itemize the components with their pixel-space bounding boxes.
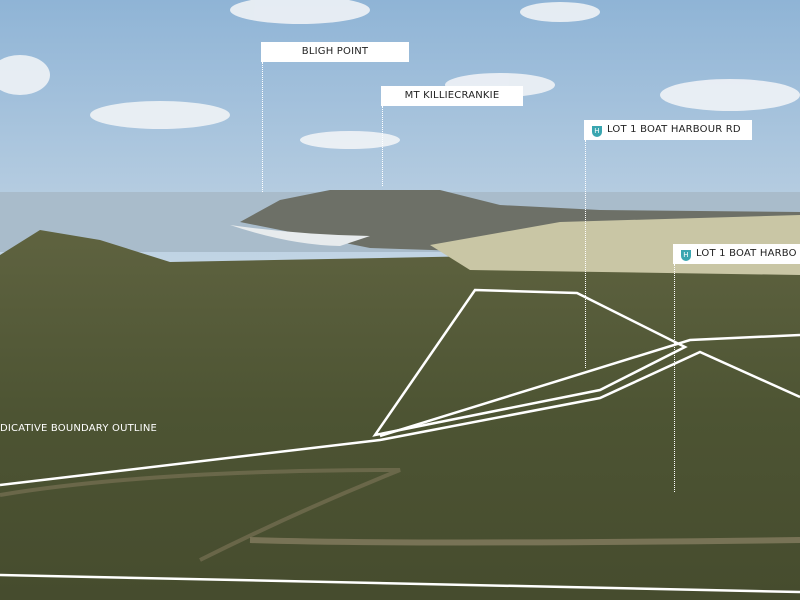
boundary-outline [0,288,800,594]
leader-line [262,62,263,192]
leader-line [585,140,586,368]
shield-h-icon: H [592,126,602,137]
leader-line [382,106,383,186]
boundary-caption: DICATIVE BOUNDARY OUTLINE [0,423,158,434]
leader-line [674,264,675,492]
label-bligh-point: BLIGH POINT [261,42,409,62]
shield-h-icon: H [681,250,691,261]
label-mt-killiecrankie: MT KILLIECRANKIE [381,86,523,106]
